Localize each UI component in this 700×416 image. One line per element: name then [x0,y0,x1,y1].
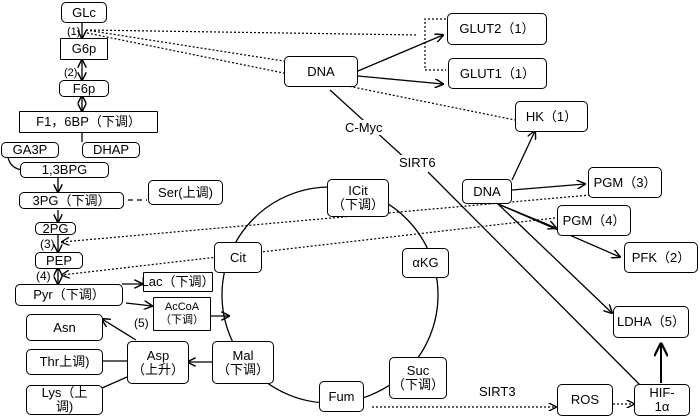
node-lac[interactable]: Lac（下调） [142,272,214,292]
suc-status: （下调） [391,377,444,392]
node-g6p[interactable]: G6p [60,38,108,60]
dna-ldha-arrow [497,203,612,313]
node-pyr[interactable]: Pyr（下调） [15,284,123,306]
node-mal[interactable]: Mal （下调） [212,341,274,384]
glc-glut-dotted-2 [85,29,291,63]
mal-name: Mal [232,347,254,363]
node-ldha[interactable]: LDHA（5） [613,306,689,338]
node-2pg[interactable]: 2PG [35,221,76,235]
node-dna-mid[interactable]: DNA [462,179,512,204]
sirt3-label: SIRT3 [479,384,516,399]
dna-glut1-arrow [357,75,443,84]
node-akg[interactable]: αKG [402,248,449,278]
accoa-status: （下调） [160,314,204,326]
node-3pg[interactable]: 3PG（下调） [19,192,124,209]
node-f6p[interactable]: F6p [59,80,109,97]
node-cit[interactable]: Cit [214,242,262,273]
lys-name: Lys（上 [41,385,88,400]
node-thr[interactable]: Thr上调) [26,349,103,375]
suc-name: Suc [406,363,430,378]
dna-hk-arrow [511,131,535,181]
cmyc-label: C-Myc [345,120,383,135]
pyr-accoa-arrow [125,303,152,306]
sirt6-label: SIRT6 [399,155,436,170]
hif-suffix: 1α [654,399,670,414]
node-f16bp[interactable]: F1，6BP（下调） [19,111,158,133]
mal-status: （下调） [216,361,269,377]
node-pgm4[interactable]: PGM（4） [557,205,631,236]
icit-name: ICit [348,183,368,198]
node-asp[interactable]: Asp （上升） [127,341,189,384]
node-13bpg[interactable]: 1,3BPG [20,162,109,178]
step-1-label: (1) [67,26,81,38]
step-3-label: (3) [40,237,55,251]
hk-g6p-dotted [86,32,516,121]
node-glut1[interactable]: GLUT1（1） [448,58,547,89]
pgm4-pyr-dotted [62,217,556,275]
glc-glut2-dotted [85,29,419,36]
hif-name: HIF- [649,385,675,400]
node-asn[interactable]: Asn [26,314,103,341]
node-ga3p[interactable]: GA3P [1,142,59,158]
node-suc[interactable]: Suc （下调） [389,357,447,399]
node-glc[interactable]: GLc [61,2,107,23]
node-glut2[interactable]: GLUT2（1） [447,13,547,45]
node-icit[interactable]: ICit （下调） [327,179,389,217]
asp-asn-arrow [102,319,137,341]
node-pfk[interactable]: PFK（2） [624,242,698,273]
dna-glut2-arrow [357,35,443,72]
node-pep[interactable]: PEP [35,252,83,269]
asp-status: （上升） [131,361,184,377]
node-pgm3[interactable]: PGM（3） [588,167,662,198]
dna-pgm3-arrow [511,184,585,191]
node-accoa[interactable]: AcCoA （下调） [153,297,211,331]
node-ser[interactable]: Ser(上调) [148,180,223,205]
accoa-name: AcCoA [164,301,200,313]
asp-name: Asp [146,347,170,363]
step-4-label: (4) [36,269,51,283]
step-2-label: (2) [64,67,78,79]
node-dna-top[interactable]: DNA [284,56,358,87]
glut-bracket-dotted [424,18,446,71]
node-ros[interactable]: ROS [557,384,613,416]
step-5-label: (5) [134,316,149,330]
node-dhap[interactable]: DHAP [82,142,140,158]
asp-lys-line [101,376,128,389]
node-hif1a[interactable]: HIF- 1α [634,384,690,416]
lys-status: 调) [55,399,74,414]
node-hk[interactable]: HK（1） [515,101,588,132]
node-lys[interactable]: Lys（上 调) [26,385,103,415]
node-fum[interactable]: Fum [319,381,364,412]
icit-status: （下调） [331,197,384,212]
sirt6-line [427,171,641,386]
